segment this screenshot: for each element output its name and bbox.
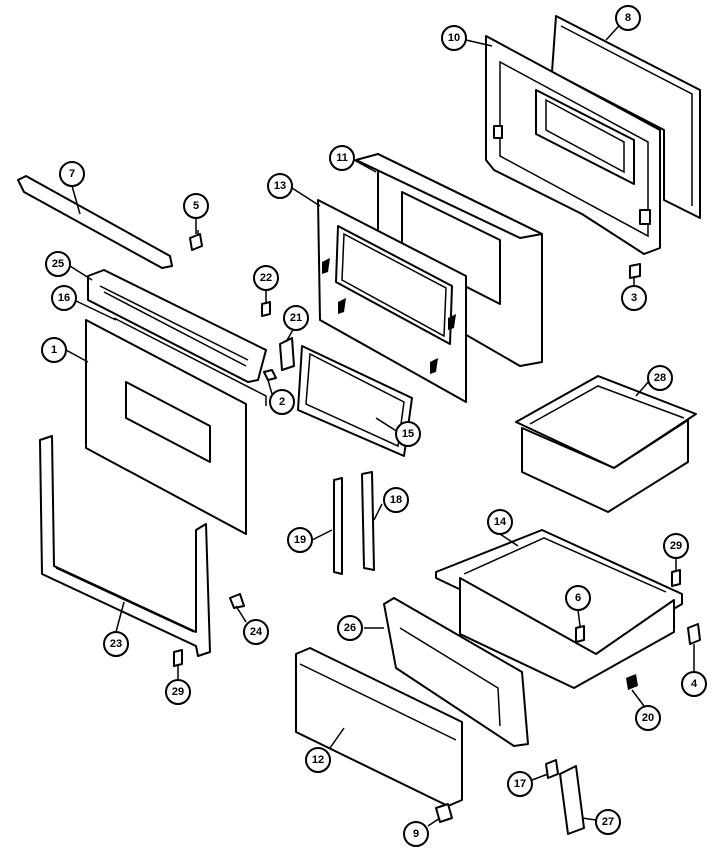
svg-text:9: 9 [413, 828, 419, 840]
door-handle [17, 175, 173, 269]
svg-text:26: 26 [344, 622, 356, 634]
svg-text:24: 24 [250, 626, 263, 638]
svg-text:16: 16 [58, 292, 70, 304]
callout-8: 8 [615, 5, 641, 31]
svg-text:18: 18 [390, 494, 402, 506]
oven-door [85, 317, 267, 535]
callout-16: 16 [51, 285, 77, 311]
svg-text:23: 23 [110, 638, 122, 650]
svg-text:10: 10 [448, 32, 460, 44]
callout-15: 15 [395, 421, 421, 447]
callout-20: 20 [635, 705, 661, 731]
callout-29-left: 29 [165, 679, 191, 705]
callout-12: 12 [305, 747, 331, 773]
svg-text:3: 3 [631, 292, 637, 304]
leader-lines [65, 15, 695, 827]
callout-13: 13 [267, 173, 293, 199]
callout-29-right: 29 [663, 533, 689, 559]
screw-part-6 [575, 625, 585, 643]
callout-26: 26 [337, 615, 363, 641]
screw-part-29-right [671, 569, 681, 587]
svg-text:7: 7 [69, 168, 75, 180]
callout-19: 19 [287, 527, 313, 553]
svg-text:13: 13 [274, 180, 286, 192]
callout-5: 5 [183, 193, 209, 219]
callout-6: 6 [565, 585, 591, 611]
svg-text:20: 20 [642, 712, 654, 724]
callout-10: 10 [441, 25, 467, 51]
screw-part-2 [263, 369, 277, 381]
callout-7: 7 [59, 161, 85, 187]
door-inner-frame [485, 35, 661, 255]
svg-text:14: 14 [494, 516, 507, 528]
callout-24: 24 [243, 619, 269, 645]
front-frame-panel [317, 199, 467, 403]
drawer-side-frame [39, 435, 211, 657]
svg-text:2: 2 [279, 396, 285, 408]
svg-text:29: 29 [670, 540, 682, 552]
svg-text:21: 21 [290, 312, 302, 324]
svg-text:28: 28 [654, 372, 666, 384]
screw-part-29-left [173, 649, 183, 667]
svg-text:25: 25 [52, 258, 64, 270]
callout-2: 2 [269, 389, 295, 415]
drawer [435, 529, 683, 689]
svg-text:22: 22 [260, 272, 272, 284]
fastener-part-22 [261, 301, 271, 317]
clip-part-17 [545, 759, 559, 779]
callout-25: 25 [45, 251, 71, 277]
svg-text:15: 15 [402, 428, 414, 440]
bracket-part-21 [279, 337, 295, 371]
svg-text:27: 27 [602, 816, 614, 828]
window-frame [297, 345, 413, 457]
svg-text:1: 1 [51, 344, 57, 356]
seal-strip-19 [333, 477, 343, 575]
svg-text:8: 8 [625, 12, 631, 24]
clip-part-20 [626, 674, 638, 690]
callout-27: 27 [595, 809, 621, 835]
svg-text:19: 19 [294, 534, 306, 546]
clip-part-4 [687, 623, 701, 645]
callout-11: 11 [329, 145, 355, 171]
drawer-front-panel [295, 647, 463, 807]
foot-part-9 [435, 803, 453, 823]
clip-part-3 [629, 263, 641, 279]
svg-text:17: 17 [514, 778, 526, 790]
screw-part-5 [189, 230, 203, 251]
callout-1: 1 [41, 337, 67, 363]
svg-text:12: 12 [312, 754, 324, 766]
callout-9: 9 [403, 821, 429, 847]
callout-21: 21 [283, 305, 309, 331]
callout-28: 28 [647, 365, 673, 391]
callout-17: 17 [507, 771, 533, 797]
callout-14: 14 [487, 509, 513, 535]
svg-text:5: 5 [193, 200, 199, 212]
callout-23: 23 [103, 631, 129, 657]
callout-22: 22 [253, 265, 279, 291]
storage-bin [515, 375, 697, 513]
drawer-support-bracket [383, 597, 529, 747]
callout-4: 4 [681, 671, 707, 697]
svg-text:29: 29 [172, 686, 184, 698]
svg-text:4: 4 [691, 678, 698, 690]
svg-text:11: 11 [336, 152, 348, 164]
seal-strip-18 [361, 471, 375, 571]
control-vent-strip [87, 269, 267, 383]
callout-3: 3 [621, 285, 647, 311]
screw-part-24 [229, 593, 245, 609]
slide-rail-part-27 [559, 765, 585, 835]
svg-text:6: 6 [575, 592, 581, 604]
callout-18: 18 [383, 487, 409, 513]
